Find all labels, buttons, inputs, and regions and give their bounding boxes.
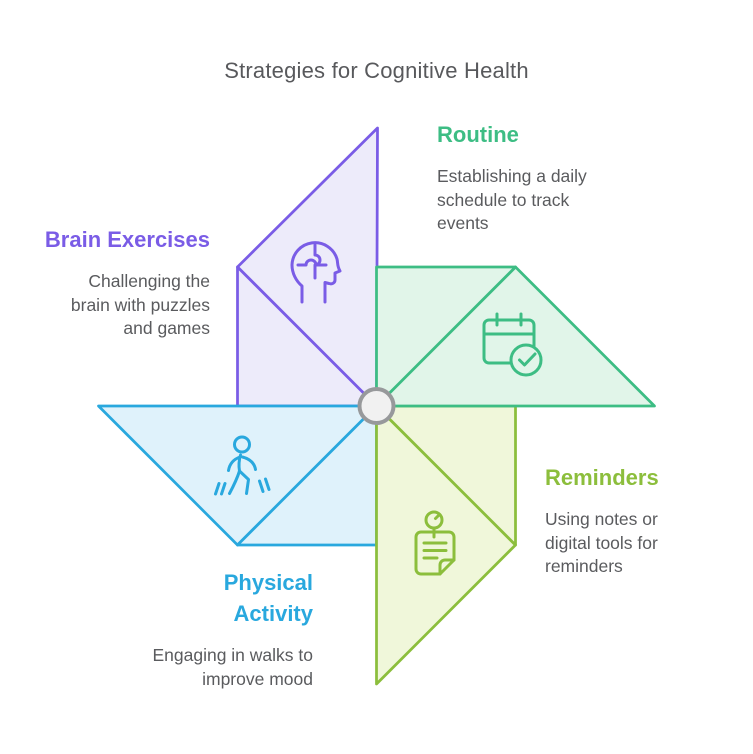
reminders-desc-line: reminders [545,556,623,576]
routine-desc-line: events [437,213,489,233]
pinwheel-hub [357,387,396,425]
section-brain-exercises: Brain Exercises Challenging the brain wi… [0,224,210,341]
reminders-heading: Reminders [545,465,659,490]
head-puzzle-icon [290,241,342,304]
section-reminders: Reminders Using notes or digital tools f… [545,462,715,579]
brain-exercises-description: Challenging the brain with puzzles and g… [0,270,210,341]
reminders-desc-line: digital tools for [545,532,658,553]
brain-exercises-heading: Brain Exercises [44,227,210,252]
blade-brain-exercises [236,126,379,408]
blade-routine [375,265,656,408]
walking-person-icon [214,435,271,496]
reminders-description: Using notes or digital tools for reminde… [545,508,715,579]
section-physical-activity: Physical Activity Engaging in walks to i… [113,567,313,691]
routine-desc-line: schedule to track [437,189,570,210]
routine-desc-line: Establishing a daily [437,166,587,186]
physical-activity-description: Engaging in walks to improve mood [113,644,313,691]
physical-activity-desc-line: Engaging in walks to [152,645,313,665]
brain-exercises-desc-line: and games [123,318,210,338]
page-title: Strategies for Cognitive Health [224,58,529,83]
blade-routine-base [375,265,517,408]
section-routine: Routine Establishing a daily schedule to… [437,119,627,236]
physical-activity-desc-line: improve mood [202,668,313,689]
physical-activity-heading: Physical Activity [223,570,313,626]
routine-heading: Routine [437,122,519,147]
pinned-note-icon [414,510,456,576]
calendar-check-icon [482,312,543,377]
routine-description: Establishing a daily schedule to track e… [437,165,627,236]
blade-reminders [375,404,517,686]
reminders-desc-line: Using notes or [545,509,658,529]
brain-exercises-desc-line: brain with puzzles [70,294,210,315]
brain-exercises-desc-line: Challenging the [88,271,210,291]
